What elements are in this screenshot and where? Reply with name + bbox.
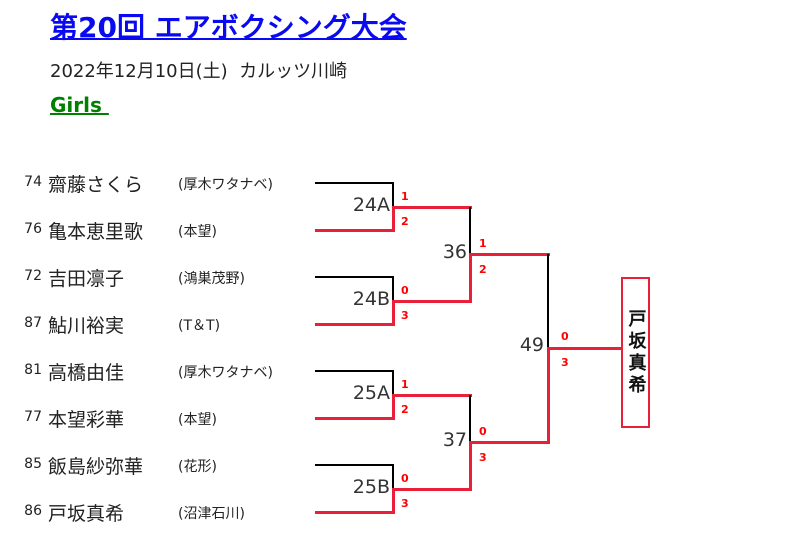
match-score-top: 1 (401, 190, 409, 203)
champion-name: 戸坂真希 (625, 308, 647, 397)
bracket-line-winner (392, 488, 395, 514)
player-club: (T＆T) (178, 318, 221, 334)
player-name: 鮎川裕実 (48, 315, 125, 337)
bracket-line-winner (392, 394, 472, 397)
player-name: 亀本恵里歌 (48, 221, 144, 243)
player-club: (本望) (178, 412, 217, 428)
match-score-bottom: 3 (561, 356, 569, 369)
category-girls-link[interactable]: Girls (50, 93, 109, 117)
player-seed: 85 (24, 456, 42, 472)
player-row: 76 亀本恵里歌 (本望) (0, 217, 312, 243)
match-score-top: 0 (561, 330, 569, 343)
match-score-top: 1 (479, 237, 487, 250)
bracket-line-winner (315, 511, 395, 514)
match-score-bottom: 3 (401, 309, 409, 322)
bracket-line-winner (547, 347, 622, 350)
bracket-line-loser (547, 254, 549, 348)
player-row: 87 鮎川裕実 (T＆T) (0, 311, 312, 337)
match-score-bottom: 2 (401, 215, 409, 228)
match-score-top: 0 (401, 284, 409, 297)
player-seed: 86 (24, 503, 42, 519)
bracket-line-winner (315, 229, 395, 232)
player-club: (厚木ワタナベ) (178, 177, 273, 193)
bracket-line-loser (469, 395, 471, 442)
bracket-line-loser (315, 182, 394, 184)
player-club: (鴻巣茂野) (178, 271, 245, 287)
bracket-line-winner (392, 206, 395, 232)
player-row: 77 本望彩華 (本望) (0, 405, 312, 431)
bracket-line-loser (315, 276, 394, 278)
bracket-line-winner (392, 488, 472, 491)
bracket-line-winner (392, 300, 395, 326)
player-seed: 72 (24, 268, 42, 284)
player-row: 72 吉田凛子 (鴻巣茂野) (0, 264, 312, 290)
player-name: 飯島紗弥華 (48, 456, 144, 478)
player-row: 81 高橋由佳 (厚木ワタナベ) (0, 358, 312, 384)
player-club: (本望) (178, 224, 217, 240)
bracket-line-winner (547, 347, 550, 444)
match-label: 36 (442, 241, 467, 263)
player-seed: 81 (24, 362, 42, 378)
bracket-line-loser (315, 370, 394, 372)
match-label: 24B (352, 288, 390, 310)
match-score-top: 0 (479, 425, 487, 438)
bracket-line-winner (392, 394, 395, 420)
bracket-line-loser (392, 464, 394, 489)
player-seed: 76 (24, 221, 42, 237)
match-score-top: 0 (401, 472, 409, 485)
bracket-line-loser (469, 207, 471, 254)
player-club: (厚木ワタナベ) (178, 365, 273, 381)
bracket-line-winner (469, 441, 472, 491)
bracket-line-loser (392, 370, 394, 395)
player-seed: 74 (24, 174, 42, 190)
player-row: 85 飯島紗弥華 (花形) (0, 452, 312, 478)
match-label: 37 (442, 429, 467, 451)
player-club: (沼津石川) (178, 506, 245, 522)
player-seed: 77 (24, 409, 42, 425)
bracket-line-winner (469, 441, 550, 444)
bracket-line-winner (392, 300, 472, 303)
bracket-line-loser (315, 464, 394, 466)
player-row: 86 戸坂真希 (沼津石川) (0, 499, 312, 525)
bracket-line-winner (315, 417, 395, 420)
bracket-line-winner (392, 206, 472, 209)
champion-box: 戸坂真希 (621, 277, 650, 428)
match-label: 25B (352, 476, 390, 498)
bracket-line-winner (315, 323, 395, 326)
match-score-bottom: 3 (479, 451, 487, 464)
player-seed: 87 (24, 315, 42, 331)
match-score-bottom: 2 (479, 263, 487, 276)
match-label: 25A (352, 382, 390, 404)
player-name: 齋藤さくら (48, 174, 144, 196)
date-venue: 2022年12月10日(土) カルッツ川崎 (50, 61, 348, 82)
player-name: 高橋由佳 (48, 362, 125, 384)
player-row: 74 齋藤さくら (厚木ワタナベ) (0, 170, 312, 196)
match-label: 49 (519, 334, 544, 356)
player-club: (花形) (178, 459, 217, 475)
player-name: 戸坂真希 (48, 503, 125, 525)
match-score-top: 1 (401, 378, 409, 391)
match-label: 24A (352, 194, 390, 216)
bracket-line-loser (392, 182, 394, 207)
bracket-line-winner (469, 253, 472, 303)
match-score-bottom: 3 (401, 497, 409, 510)
player-name: 本望彩華 (48, 409, 125, 431)
match-score-bottom: 2 (401, 403, 409, 416)
bracket-line-loser (392, 276, 394, 301)
player-name: 吉田凛子 (48, 268, 125, 290)
bracket-line-winner (469, 253, 550, 256)
tournament-title-link[interactable]: 第20回 エアボクシング大会 (50, 11, 407, 44)
